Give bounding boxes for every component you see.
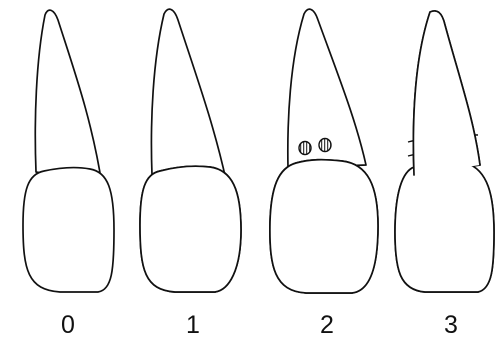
tooth-1-root [151,9,226,180]
tooth-stage-1 [130,9,250,292]
tooth-0-crown [23,168,114,292]
tooth-2-spot-right [319,139,331,152]
tooth-stage-3 [390,11,496,292]
label-stage-2: 2 [320,311,334,338]
label-stage-3: 3 [444,311,458,338]
tooth-2-spot-left [299,142,311,155]
label-stage-1: 1 [186,311,200,338]
tooth-0-root [35,10,102,185]
tooth-stage-2 [260,9,390,293]
label-stage-0: 0 [61,311,75,338]
tooth-stage-0 [23,10,114,292]
